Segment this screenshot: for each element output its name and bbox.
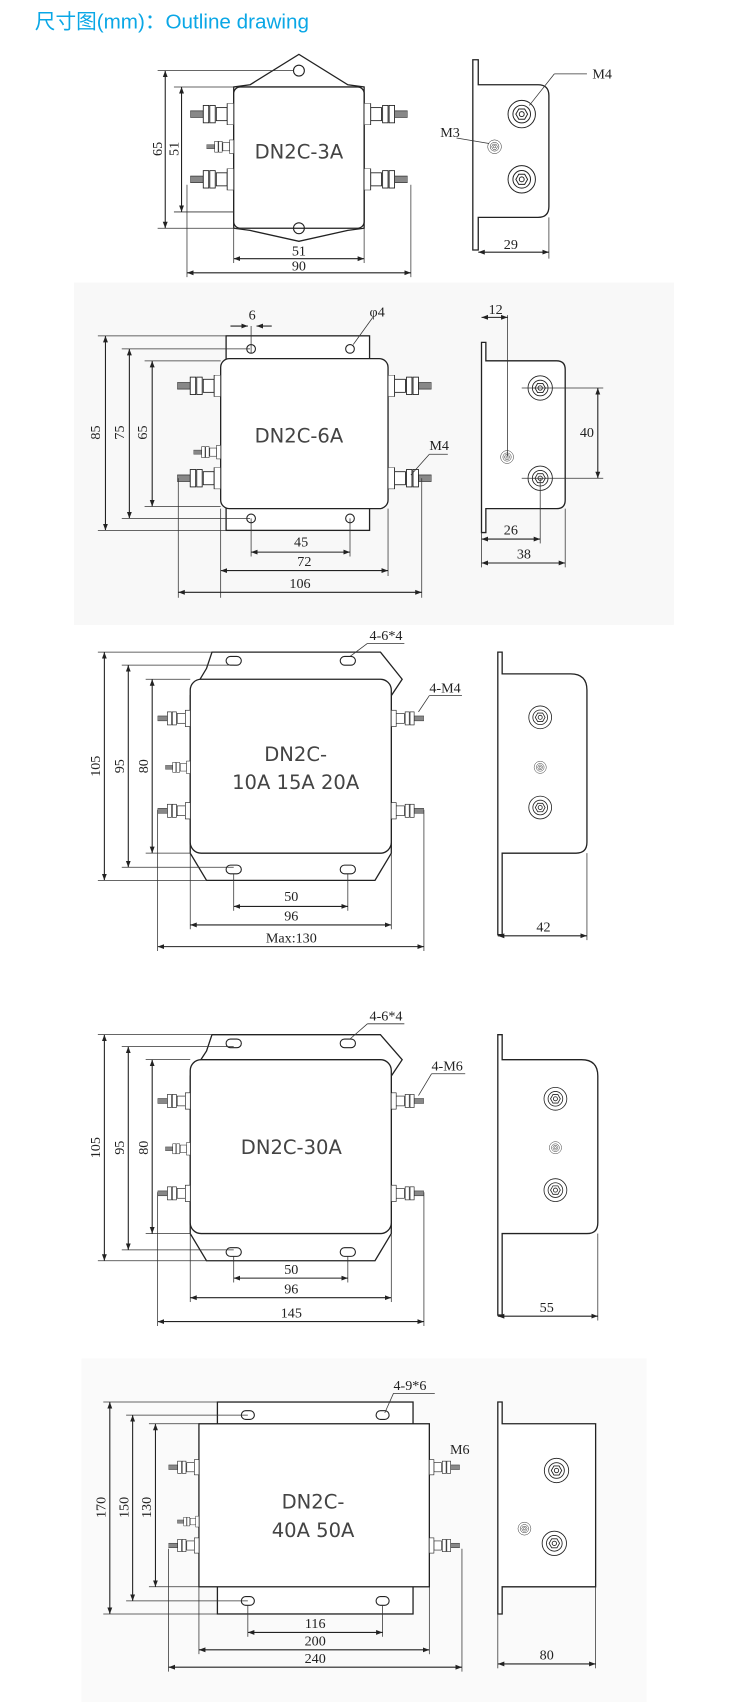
dim-96: 96 xyxy=(284,1281,298,1297)
filter-body xyxy=(189,678,392,854)
terminal-thread-label: M4 xyxy=(592,66,612,82)
dim-116: 116 xyxy=(305,1616,326,1632)
side-view xyxy=(472,59,550,251)
dim-total-width: 90 xyxy=(292,259,306,275)
dim-slot-6: 6 xyxy=(249,308,256,324)
slot-label: 4-6*4 xyxy=(370,1009,403,1025)
terminal-icon xyxy=(157,709,191,728)
dim-170: 170 xyxy=(93,1497,109,1518)
terminal-icon xyxy=(157,1092,191,1110)
model-label: DN2C-30A xyxy=(241,1136,343,1159)
dim-96: 96 xyxy=(284,909,298,925)
terminal-icon xyxy=(157,1184,191,1202)
dim-height: 65 xyxy=(150,142,166,156)
dim-95: 95 xyxy=(112,1141,128,1155)
terminal-thread-label: M6 xyxy=(450,1442,470,1458)
terminal-thread-label: M4 xyxy=(429,438,449,454)
terminal-thread-label: 4-M6 xyxy=(432,1059,463,1075)
nut-icon xyxy=(543,1086,568,1111)
dim-105: 105 xyxy=(88,1137,104,1158)
side-view xyxy=(497,651,588,936)
dim-75: 75 xyxy=(112,426,128,440)
filter-body xyxy=(189,1059,392,1235)
dim-85: 85 xyxy=(88,426,104,440)
ground-nut-icon xyxy=(517,1521,532,1536)
terminal-icon xyxy=(157,802,191,820)
drawing-dn2c-6a: DN2C-6A 85 75 65 6 φ4 45 72 106 M4 12 40 xyxy=(73,282,674,625)
terminal-icon xyxy=(391,1184,424,1202)
side-view xyxy=(480,341,566,534)
slot-label: 4-6*4 xyxy=(370,628,403,644)
ground-terminal-icon xyxy=(165,1142,191,1156)
dim-max-130: Max:130 xyxy=(266,930,317,946)
nut-icon xyxy=(507,99,536,129)
ground-thread-label: M3 xyxy=(440,125,460,141)
terminal-icon xyxy=(364,168,407,190)
nut-icon xyxy=(543,1178,568,1202)
terminal-icon xyxy=(190,103,233,125)
nut-icon xyxy=(528,705,553,730)
dim-130: 130 xyxy=(139,1497,155,1518)
side-view xyxy=(497,1401,597,1615)
terminal-icon xyxy=(364,103,407,125)
nut-icon xyxy=(507,165,536,194)
dim-depth: 80 xyxy=(540,1648,554,1664)
dim-200: 200 xyxy=(305,1633,326,1649)
dim-65: 65 xyxy=(135,426,151,440)
model-label: DN2C-3A xyxy=(255,141,344,164)
filter-body xyxy=(220,358,389,510)
drawing-dn2c-10a-20a: DN2C- 10A 15A 20A 105 95 80 50 96 Max:13… xyxy=(88,628,588,951)
dim-105: 105 xyxy=(88,756,104,777)
ground-nut-icon xyxy=(533,761,547,774)
ground-nut-icon xyxy=(549,1141,562,1155)
ground-terminal-icon xyxy=(206,139,234,154)
dim-80: 80 xyxy=(136,759,152,773)
nut-icon xyxy=(541,1530,567,1556)
page-title: 尺寸图(mm)：Outline drawing xyxy=(35,10,309,33)
dim-145: 145 xyxy=(281,1305,302,1321)
dim-38: 38 xyxy=(517,547,531,563)
model-label-line2: 10A 15A 20A xyxy=(232,771,360,794)
dim-26: 26 xyxy=(504,523,518,539)
ground-nut-icon xyxy=(500,450,514,464)
drawing-dn2c-30a: DN2C-30A 105 95 80 50 96 145 4-6*4 4-M6 … xyxy=(88,1009,599,1326)
dim-40: 40 xyxy=(580,425,594,441)
side-view xyxy=(497,1034,599,1316)
drawing-dn2c-40a-50a: DN2C- 40A 50A 170 150 130 116 200 240 4-… xyxy=(81,1358,647,1702)
drawing-dn2c-3a: DN2C-3A 65 51 51 90 M4 M3 29 xyxy=(150,53,612,278)
ground-terminal-icon xyxy=(165,760,191,774)
dim-depth: 29 xyxy=(504,237,518,253)
filter-body xyxy=(233,86,365,229)
model-label-line1: DN2C- xyxy=(264,743,327,766)
hole-diameter-label: φ4 xyxy=(370,304,385,320)
dim-45: 45 xyxy=(294,535,308,551)
dim-80: 80 xyxy=(136,1141,152,1155)
dim-12: 12 xyxy=(489,302,503,318)
model-label-line1: DN2C- xyxy=(282,1491,345,1514)
dim-50: 50 xyxy=(284,889,298,905)
dim-depth: 55 xyxy=(540,1300,554,1316)
dim-150: 150 xyxy=(116,1497,132,1518)
nut-icon xyxy=(543,1457,570,1484)
terminal-icon xyxy=(391,802,424,820)
model-label: DN2C-6A xyxy=(255,424,344,447)
filter-body xyxy=(198,1423,430,1588)
dim-body-width: 51 xyxy=(292,243,306,259)
terminal-thread-label: 4-M4 xyxy=(429,680,460,696)
dim-72: 72 xyxy=(297,554,311,570)
dim-106: 106 xyxy=(289,576,310,592)
model-label-line2: 40A 50A xyxy=(272,1519,355,1542)
dim-240: 240 xyxy=(305,1651,326,1667)
dim-depth: 42 xyxy=(536,919,550,935)
ground-nut-icon xyxy=(487,139,502,154)
terminal-icon xyxy=(190,168,233,190)
nut-icon xyxy=(528,795,553,820)
dim-50: 50 xyxy=(284,1262,298,1278)
slot-label: 4-9*6 xyxy=(393,1378,426,1394)
dim-95: 95 xyxy=(112,759,128,773)
terminal-icon xyxy=(391,709,424,728)
dim-hole-spacing: 51 xyxy=(166,142,182,156)
